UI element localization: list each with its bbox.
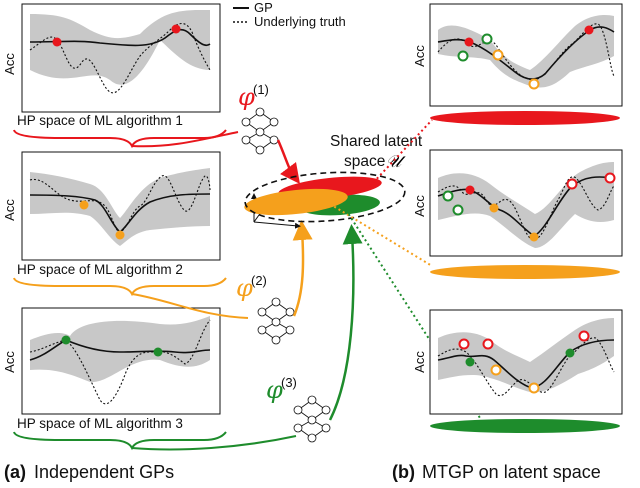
left-panel-1: Acc HP space of ML algorithm 1 bbox=[2, 3, 227, 149]
arrow-in bbox=[131, 293, 249, 319]
brace-orange bbox=[13, 277, 227, 297]
observation-point bbox=[465, 357, 475, 367]
latent-slice-red bbox=[430, 111, 620, 125]
truth-line bbox=[437, 337, 615, 397]
observation-point bbox=[489, 203, 499, 213]
right-panel-1: Acc bbox=[412, 3, 623, 125]
brace-green bbox=[13, 431, 227, 451]
observation-point bbox=[457, 50, 469, 62]
gp-uncertainty-band bbox=[30, 168, 210, 246]
observation-point bbox=[481, 33, 493, 45]
gp-legend-label: GP bbox=[254, 0, 273, 15]
observation-point bbox=[79, 200, 89, 210]
latent-axis-x bbox=[253, 221, 301, 229]
arrow-out bbox=[276, 139, 300, 185]
observation-point bbox=[490, 364, 502, 376]
right-panel-2: Acc bbox=[412, 149, 623, 279]
latent-symbol: 𝒰 bbox=[386, 152, 406, 172]
truth-line bbox=[29, 22, 211, 94]
mapping-1: φ (1) bbox=[131, 82, 300, 185]
observation-point bbox=[465, 185, 475, 195]
right-panel-3: Acc bbox=[412, 309, 623, 433]
caption-a-tag: (a) bbox=[4, 462, 26, 482]
observation-point bbox=[442, 190, 454, 202]
caption-a-text: Independent GPs bbox=[34, 462, 174, 482]
gp-uncertainty-band bbox=[30, 10, 210, 85]
x-axis-label: HP space of ML algorithm 3 bbox=[17, 416, 183, 431]
observation-point bbox=[115, 230, 125, 240]
phi-symbol: φ bbox=[238, 83, 255, 111]
arrow-out bbox=[328, 224, 363, 421]
mapping-3: φ (3) bbox=[131, 224, 363, 451]
caption-b-tag: (b) bbox=[392, 462, 415, 482]
y-axis-label: Acc bbox=[2, 53, 17, 75]
phi-symbol: φ bbox=[236, 274, 253, 302]
observation-point bbox=[529, 232, 539, 242]
truth-line bbox=[29, 319, 211, 405]
observation-point bbox=[171, 24, 181, 34]
observation-point bbox=[528, 78, 540, 90]
arrow-in bbox=[131, 131, 239, 148]
latent-blob-orange bbox=[244, 188, 348, 216]
observation-point bbox=[565, 348, 575, 358]
observation-point bbox=[61, 335, 71, 345]
phi-superscript: (2) bbox=[251, 273, 267, 288]
y-axis-label: Acc bbox=[412, 351, 427, 373]
observation-point bbox=[584, 25, 594, 35]
observation-point bbox=[604, 172, 616, 184]
caption-a: (a) Independent GPs bbox=[4, 462, 174, 482]
brace-red bbox=[13, 129, 227, 149]
network-icon bbox=[241, 107, 279, 155]
observation-point bbox=[153, 347, 163, 357]
observation-point bbox=[566, 178, 578, 190]
legend: GP Underlying truth bbox=[233, 0, 346, 29]
latent-label-line2: space bbox=[344, 153, 385, 170]
observation-point bbox=[528, 382, 540, 394]
left-panel-3: Acc HP space of ML algorithm 3 bbox=[2, 307, 227, 451]
arrow-in bbox=[131, 435, 297, 451]
observation-point bbox=[464, 37, 474, 47]
gp-mean-line bbox=[29, 28, 211, 47]
y-axis-label: Acc bbox=[2, 199, 17, 221]
observation-point bbox=[482, 338, 494, 350]
gp-mean-line bbox=[29, 339, 211, 361]
gp-uncertainty-band bbox=[438, 15, 614, 88]
network-icon bbox=[257, 297, 295, 345]
caption-b: (b) MTGP on latent space bbox=[392, 462, 601, 482]
projection-red bbox=[369, 119, 433, 187]
caption-b-text: MTGP on latent space bbox=[422, 462, 601, 482]
phi-superscript: (3) bbox=[281, 375, 297, 390]
observation-point bbox=[458, 338, 470, 350]
arrow-out bbox=[292, 220, 313, 317]
observation-point bbox=[452, 204, 464, 216]
observation-point bbox=[52, 37, 62, 47]
phi-symbol: φ bbox=[266, 376, 283, 404]
y-axis-label: Acc bbox=[2, 351, 17, 373]
left-panel-2: Acc HP space of ML algorithm 2 bbox=[2, 151, 227, 297]
mapping-2: φ (2) bbox=[131, 220, 313, 345]
latent-slice-green bbox=[430, 419, 620, 433]
gp-mean-line bbox=[437, 339, 615, 389]
x-axis-label: HP space of ML algorithm 1 bbox=[17, 113, 183, 128]
x-axis-label: HP space of ML algorithm 2 bbox=[17, 262, 183, 277]
phi-superscript: (1) bbox=[253, 82, 269, 97]
observation-point bbox=[492, 49, 504, 61]
latent-dashed-boundary bbox=[244, 171, 406, 223]
network-icon bbox=[293, 395, 331, 443]
y-axis-label: Acc bbox=[412, 45, 427, 67]
latent-slice-orange bbox=[430, 265, 620, 279]
latent-label-line1: Shared latent bbox=[330, 133, 423, 150]
observation-point bbox=[578, 330, 590, 342]
y-axis-label: Acc bbox=[412, 195, 427, 217]
truth-legend-label: Underlying truth bbox=[254, 14, 346, 29]
latent-space: Shared latent space 𝒰 bbox=[244, 133, 423, 229]
gp-uncertainty-band bbox=[30, 316, 210, 383]
